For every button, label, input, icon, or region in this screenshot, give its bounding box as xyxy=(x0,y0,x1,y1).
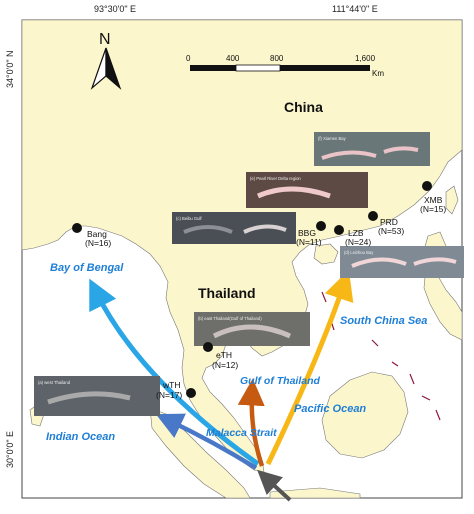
site-lzb: LZB (N=24) xyxy=(334,225,371,247)
scale-unit: Km xyxy=(372,69,384,78)
svg-text:(f) Xiamen Bay: (f) Xiamen Bay xyxy=(318,136,347,141)
svg-text:(a) west Thailand: (a) west Thailand xyxy=(38,380,71,385)
site-eth: eTH (N=12) xyxy=(203,342,238,370)
photo-beibu-gulf: (c) Beibu Gulf xyxy=(172,212,296,244)
site-xmb: XMB (N=15) xyxy=(420,181,446,214)
photo-xiamen-bay: (f) Xiamen Bay xyxy=(314,132,430,166)
arrow-origin-south xyxy=(257,469,292,502)
java xyxy=(269,487,361,499)
scale-tick-400: 400 xyxy=(226,54,240,63)
label-bay-of-bengal: Bay of Bengal xyxy=(50,262,124,274)
arrow-to-andaman xyxy=(155,413,258,470)
label-south-china-sea: South China Sea xyxy=(340,315,427,327)
svg-text:LZB: LZB xyxy=(348,228,364,238)
taiwan-island xyxy=(445,185,459,215)
photo-pearl-river-delta: (e) Pearl River Delta region xyxy=(246,172,368,208)
photo-leizhou-bay: (d) Leizhou Bay xyxy=(340,246,464,278)
site-bang: Bang (N=16) xyxy=(72,223,111,248)
site-prd: PRD (N=53) xyxy=(368,211,404,236)
svg-text:(b) east Thailand(Gulf of Thai: (b) east Thailand(Gulf of Thailand) xyxy=(198,316,262,321)
svg-text:(N=24): (N=24) xyxy=(345,237,371,247)
scale-tick-800: 800 xyxy=(270,54,284,63)
photo-west-thailand: (a) west Thailand xyxy=(34,376,160,416)
country-label-china: China xyxy=(284,99,323,115)
scale-bar: 0 400 800 1,600 Km xyxy=(186,54,384,78)
sample-sites: Bang (N=16) BBG (N=11) LZB (N=24) PRD (N… xyxy=(72,181,446,400)
arrow-to-gulf-of-thailand xyxy=(237,378,265,467)
site-bbg: BBG (N=11) xyxy=(296,221,326,247)
svg-text:PRD: PRD xyxy=(380,217,398,227)
site-wth: wTH (N=17) xyxy=(156,380,196,400)
label-gulf-of-thailand: Gulf of Thailand xyxy=(240,375,320,387)
borneo xyxy=(321,371,409,459)
svg-text:(N=16): (N=16) xyxy=(85,238,111,248)
svg-text:(N=11): (N=11) xyxy=(296,237,322,247)
country-label-thailand: Thailand xyxy=(198,285,256,301)
arrow-to-south-china-sea xyxy=(265,269,354,466)
scale-tick-1600: 1,600 xyxy=(355,54,376,63)
label-indian-ocean: Indian Ocean xyxy=(46,431,115,443)
scale-tick-0: 0 xyxy=(186,54,191,63)
svg-text:(N=17): (N=17) xyxy=(156,390,182,400)
label-pacific-ocean: Pacific Ocean xyxy=(294,403,366,415)
svg-text:(N=12): (N=12) xyxy=(212,360,238,370)
svg-text:wTH: wTH xyxy=(162,380,180,390)
svg-text:(N=15): (N=15) xyxy=(420,204,446,214)
coord-top-left: 93°30'0" E xyxy=(94,4,136,14)
coord-left-bottom: 30°0'0" E xyxy=(5,431,15,468)
svg-text:BBG: BBG xyxy=(298,228,316,238)
dolphin-photos: (f) Xiamen Bay (e) Pearl River Delta reg… xyxy=(34,132,464,416)
svg-text:(N=53): (N=53) xyxy=(378,226,404,236)
svg-text:XMB: XMB xyxy=(424,195,443,205)
north-label: N xyxy=(99,31,111,48)
photo-east-thailand: (b) east Thailand(Gulf of Thailand) xyxy=(194,312,310,346)
svg-text:Gulf of Thailand: Gulf of Thailand xyxy=(240,375,320,387)
hainan-island xyxy=(313,243,339,265)
svg-text:(e) Pearl River Delta region: (e) Pearl River Delta region xyxy=(250,176,301,181)
label-malacca-strait: Malacca Strait xyxy=(206,427,277,439)
coord-top-right: 111°44'0" E xyxy=(332,4,378,14)
svg-text:Bang: Bang xyxy=(87,229,107,239)
svg-text:(c) Beibu Gulf: (c) Beibu Gulf xyxy=(176,216,202,221)
coord-left-top: 34°0'0" N xyxy=(5,50,15,88)
svg-text:(d) Leizhou Bay: (d) Leizhou Bay xyxy=(344,250,374,255)
svg-text:eTH: eTH xyxy=(216,350,232,360)
north-arrow-icon: N xyxy=(90,31,122,90)
